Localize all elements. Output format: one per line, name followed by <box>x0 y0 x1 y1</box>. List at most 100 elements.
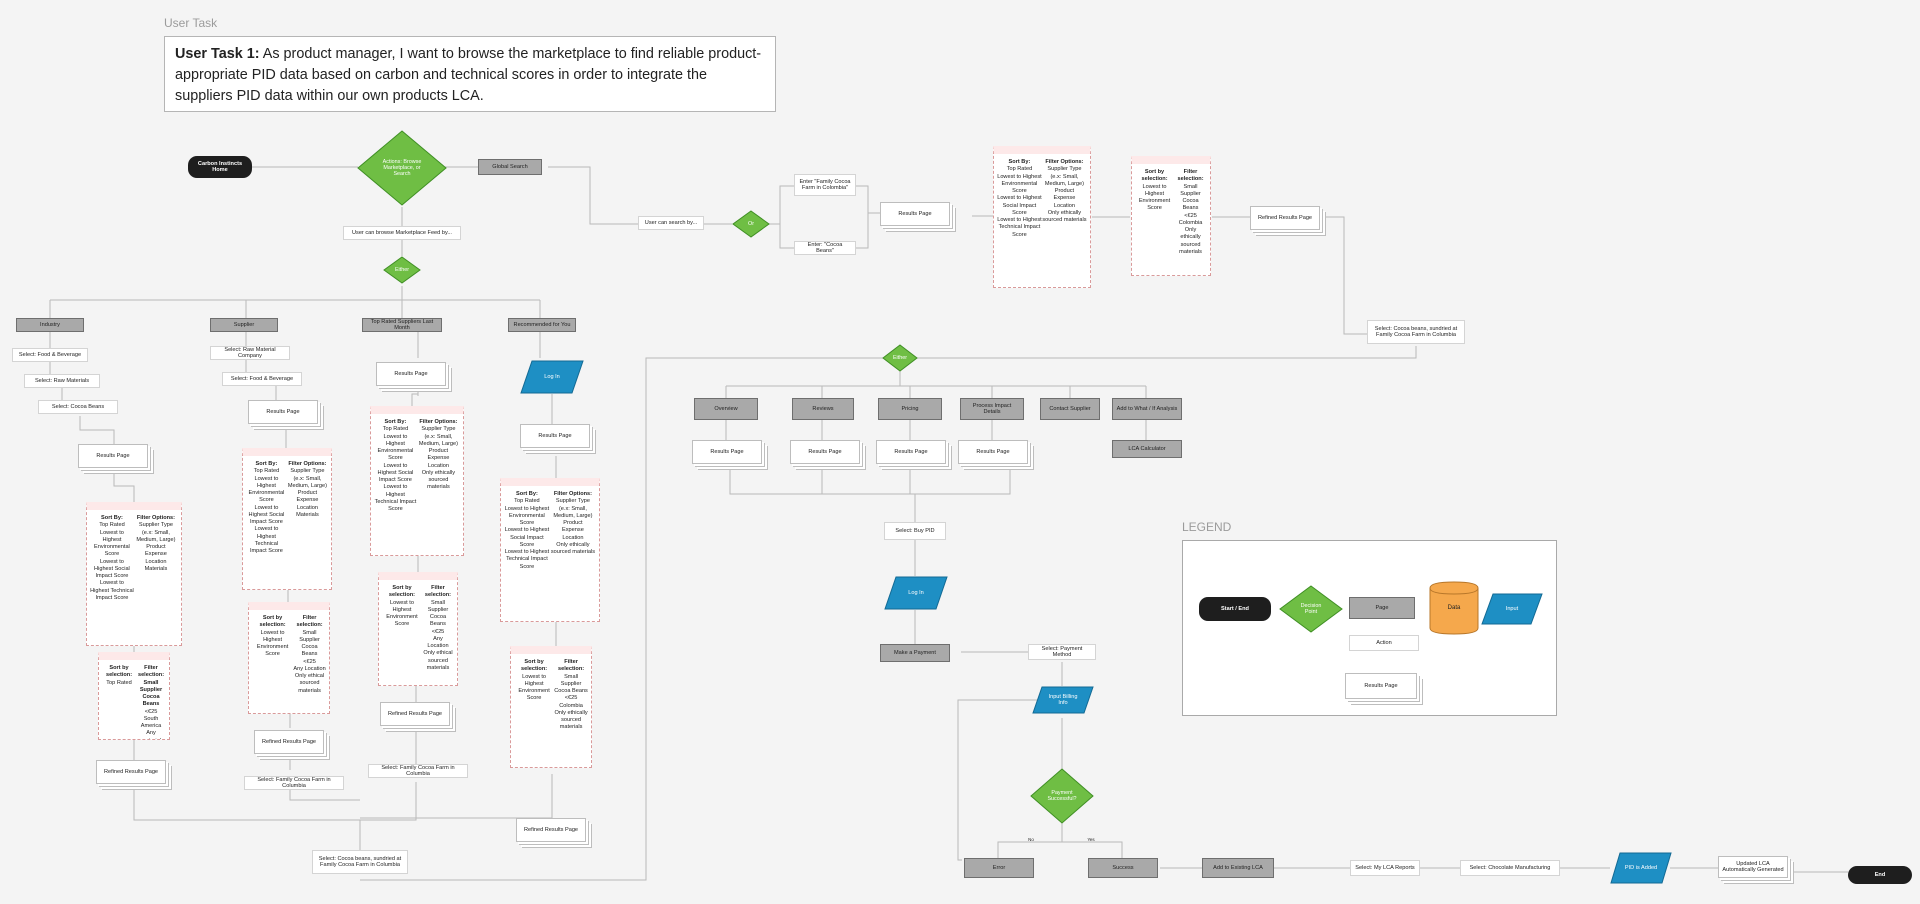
pricing-results[interactable]: Results Page <box>876 440 946 464</box>
industry-step-1[interactable]: Select: Food & Beverage <box>12 348 88 362</box>
connector <box>856 185 880 249</box>
sort-option: Lowest to Highest Environmental Score <box>248 475 285 504</box>
user-can-search[interactable]: User can search by... <box>638 216 704 230</box>
filter-option: Expense <box>427 455 450 462</box>
filter-selection-heading: Filter selection: <box>296 615 323 629</box>
filter-option: Expense <box>1053 195 1076 202</box>
recommended-login-input[interactable]: Log In <box>520 360 584 394</box>
connector <box>972 215 1367 335</box>
or-decision[interactable]: Or <box>732 210 770 238</box>
either-decision[interactable]: Either <box>383 256 421 284</box>
tab-what-if-analysis[interactable]: Add to What / If Analysis <box>1112 398 1182 420</box>
filter-option: Supplier Type (e.x: Small, Medium, Large… <box>287 468 328 489</box>
error-page[interactable]: Error <box>964 858 1034 878</box>
purchase-login-input[interactable]: Log In <box>884 576 948 610</box>
browse-feed-action[interactable]: User can browse Marketplace Feed by... <box>343 226 461 240</box>
success-page[interactable]: Success <box>1088 858 1158 878</box>
sort-selection-heading: Sort by selection: <box>259 615 286 629</box>
industry-results[interactable]: Results Page <box>78 444 148 468</box>
filter-selection-heading: Filter selection: <box>137 665 165 679</box>
tab-overview[interactable]: Overview <box>694 398 758 420</box>
select-buy-pid[interactable]: Select: Buy PID <box>884 522 946 540</box>
top-rated-select-farm[interactable]: Select: Family Cocoa Farm in Columbia <box>368 764 468 778</box>
sort-selection: Lowest to Highest Environment Score <box>518 673 550 702</box>
select-chocolate[interactable]: Select: Chocolate Manufacturing <box>1460 860 1560 876</box>
supplier-results[interactable]: Results Page <box>248 400 318 424</box>
tab-contact-supplier[interactable]: Contact Supplier <box>1040 398 1100 420</box>
legend-title: LEGEND <box>1182 520 1232 534</box>
sort-selection: Lowest to Highest Environment Score <box>386 599 418 628</box>
top-rated-page[interactable]: Top Rated Suppliers Last Month <box>362 318 442 332</box>
industry-step-2[interactable]: Select: Raw Materials <box>24 374 100 388</box>
login-label: Log In <box>544 373 560 380</box>
updated-lca-results[interactable]: Updated LCA Automatically Generated <box>1718 856 1788 878</box>
filter-selection: Cocoa Beans <box>142 694 160 708</box>
select-my-lca[interactable]: Select: My LCA Reports <box>1350 860 1420 876</box>
filter-selection: Only ethical sourced materials <box>294 673 325 694</box>
select-cocoa-final-right[interactable]: Select: Cocoa beans, sundried at Family … <box>1367 320 1465 344</box>
recommended-page[interactable]: Recommended for You <box>508 318 576 332</box>
select-cocoa-final[interactable]: Select: Cocoa beans, sundried at Family … <box>312 850 408 874</box>
industry-page[interactable]: Industry <box>16 318 84 332</box>
sort-option: Lowest to Highest Technical Impact Score <box>249 526 283 555</box>
industry-step-3[interactable]: Select: Cocoa Beans <box>38 400 118 414</box>
tab-reviews[interactable]: Reviews <box>792 398 854 420</box>
select-payment-method[interactable]: Select: Payment Method <box>1028 644 1096 660</box>
filter-selection: Small Supplier <box>427 599 449 613</box>
filter-selection: Any material <box>141 730 161 739</box>
legend-decision: Decision Point <box>1279 585 1343 633</box>
supplier-select-farm[interactable]: Select: Family Cocoa Farm in Columbia <box>244 776 344 790</box>
enter-cocoa-beans[interactable]: Enter: "Cocoa Beans" <box>794 241 856 255</box>
search-results[interactable]: Results Page <box>880 202 950 226</box>
search-refined-results[interactable]: Refined Results Page <box>1250 206 1320 230</box>
industry-refined-results[interactable]: Refined Results Page <box>96 760 166 784</box>
sort-option: Lowest to Highest Technical Impact Score <box>504 549 550 570</box>
filter-selection: <€25 <box>1184 212 1197 219</box>
reviews-results[interactable]: Results Page <box>790 440 860 464</box>
input-billing-info[interactable]: Input Billing Info <box>1032 686 1094 714</box>
sort-selection-heading: Sort by selection: <box>1141 169 1168 183</box>
filter-option: Only ethically sourced materials <box>421 469 456 491</box>
sort-option: Lowest to Highest Social Impact Score <box>997 195 1042 216</box>
payment-decision[interactable]: Payment Successful? <box>1030 768 1094 824</box>
connector <box>725 420 1147 440</box>
filter-option: Expense <box>562 527 584 534</box>
filter-option: Location <box>296 504 319 511</box>
add-existing-lca-page[interactable]: Add to Existing LCA <box>1202 858 1274 878</box>
supplier-step-1[interactable]: Select: Raw Material Company <box>210 346 290 360</box>
recommended-selection-note: Sort by selection:Lowest to Highest Envi… <box>510 646 592 768</box>
either-decision-2[interactable]: Either <box>882 344 918 372</box>
pid-added-input[interactable]: PID is Added <box>1610 852 1672 884</box>
sort-by-heading: Sort By: <box>384 419 407 425</box>
filter-selection: Colombia <box>559 702 583 709</box>
top-rated-results[interactable]: Results Page <box>376 362 446 386</box>
input-shape <box>1610 852 1672 884</box>
process-results[interactable]: Results Page <box>958 440 1028 464</box>
connector <box>914 540 1123 858</box>
global-search-page[interactable]: Global Search <box>478 159 542 175</box>
sort-option: Lowest to Highest Social Impact Score <box>504 527 550 548</box>
recommended-refined-results[interactable]: Refined Results Page <box>516 818 586 842</box>
start-home[interactable]: Carbon Instincts Home <box>188 156 252 178</box>
actions-decision[interactable]: Actions: Browse Marketplace, or Search <box>357 130 447 206</box>
decision-shape <box>1030 768 1094 824</box>
either-label: Either <box>394 266 410 273</box>
lca-calculator-page[interactable]: LCA Calculator <box>1112 440 1182 458</box>
make-payment-page[interactable]: Make a Payment <box>880 644 950 662</box>
supplier-selection-note: Sort by selection:Lowest to Highest Envi… <box>248 602 330 714</box>
supplier-step-2[interactable]: Select: Food & Beverage <box>222 372 302 386</box>
filter-options-heading: Filter Options: <box>136 515 176 521</box>
overview-results[interactable]: Results Page <box>692 440 762 464</box>
supplier-refined-results[interactable]: Refined Results Page <box>254 730 324 754</box>
tab-process-impact[interactable]: Process Impact Details <box>960 398 1024 420</box>
tab-pricing[interactable]: Pricing <box>878 398 942 420</box>
legend-data-cylinder: Data <box>1429 581 1479 635</box>
connector <box>360 346 1417 881</box>
enter-family-farm[interactable]: Enter "Family Cocoa Farm in Colombia" <box>794 174 856 196</box>
top-rated-refined-results[interactable]: Refined Results Page <box>380 702 450 726</box>
recommended-results[interactable]: Results Page <box>520 424 590 448</box>
supplier-page[interactable]: Supplier <box>210 318 278 332</box>
